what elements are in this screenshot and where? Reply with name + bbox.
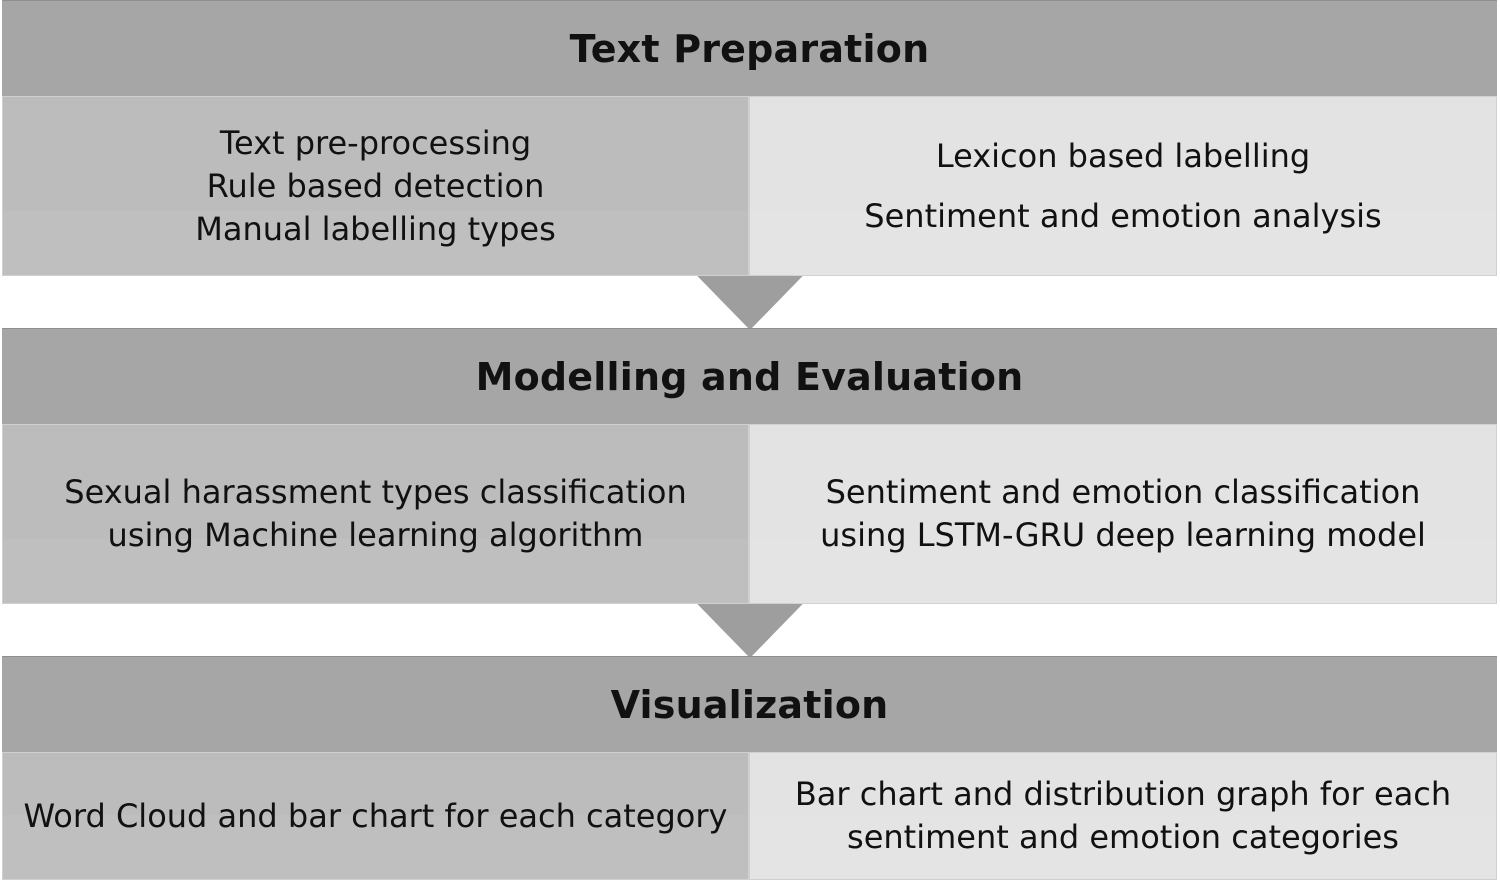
stage-title: Visualization <box>2 656 1497 752</box>
panel-text-line: using LSTM-GRU deep learning model <box>820 516 1426 554</box>
panel-text-line: Rule based detection <box>206 166 545 205</box>
panel-text-line: using Machine learning algorithm <box>107 516 644 554</box>
panel-text-line: sentiment and emotion categories <box>847 818 1399 856</box>
stage-visualization: Visualization Word Cloud and bar chart f… <box>2 656 1497 882</box>
stage-right-panel: Sentiment and emotion classification usi… <box>749 424 1497 604</box>
panel-text-line: Sentiment and emotion classification <box>825 473 1421 511</box>
panel-text-line: Sentiment and emotion analysis <box>864 197 1382 235</box>
stage-title: Modelling and Evaluation <box>2 328 1497 424</box>
stage-right-panel: Bar chart and distribution graph for eac… <box>749 752 1497 880</box>
stage-text-preparation: Text Preparation Text pre-processing Rul… <box>2 0 1497 277</box>
stage-modelling-evaluation: Modelling and Evaluation Sexual harassme… <box>2 328 1497 605</box>
panel-text-line: Manual labelling types <box>195 209 556 248</box>
stage-left-panel: Text pre-processing Rule based detection… <box>2 96 749 276</box>
panel-text-line: Text pre-processing <box>219 123 532 162</box>
stage-left-panel: Sexual harassment types classification u… <box>2 424 749 604</box>
stage-right-panel: Lexicon based labelling Sentiment and em… <box>749 96 1497 276</box>
stage-title: Text Preparation <box>2 0 1497 96</box>
panel-text-line: Word Cloud and bar chart for each catego… <box>23 796 728 835</box>
panel-text-line: Lexicon based labelling <box>935 137 1311 175</box>
panel-text-line: Sexual harassment types classification <box>64 473 687 511</box>
stage-left-panel: Word Cloud and bar chart for each catego… <box>2 752 749 880</box>
panel-text-line: Bar chart and distribution graph for eac… <box>794 775 1452 813</box>
